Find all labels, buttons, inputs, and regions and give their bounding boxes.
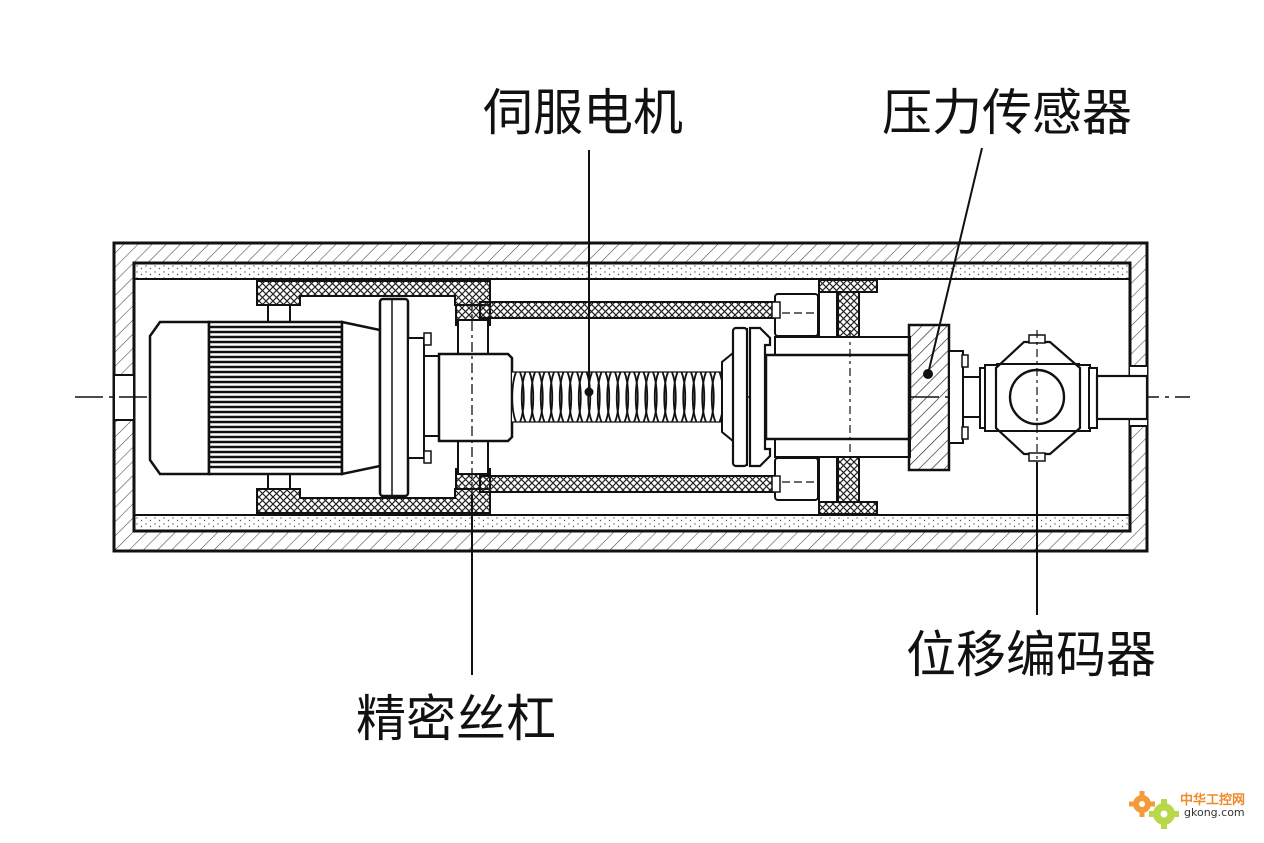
- screw-thread: [653, 371, 668, 423]
- watermark: 中华工控网 gkong.com: [1128, 782, 1258, 832]
- leader-lines: [471, 147, 1038, 675]
- label-precision-lead-screw: 精密丝杠: [356, 690, 556, 748]
- screw-thread: [511, 371, 525, 423]
- screw-thread: [634, 371, 649, 423]
- screw-thread: [606, 371, 620, 423]
- screw-thread: [539, 371, 554, 423]
- gear-logo-icon: [1129, 791, 1179, 829]
- precision-lead-screw: [511, 371, 725, 423]
- screw-thread: [577, 371, 592, 423]
- screw-thread: [587, 371, 601, 423]
- screw-thread: [615, 371, 630, 423]
- label-displacement-encoder: 位移编码器: [906, 626, 1156, 684]
- displacement-encoder: [979, 330, 1149, 462]
- label-pressure-sensor: 压力传感器: [882, 84, 1132, 142]
- leader-pressure-sensor: [927, 147, 983, 375]
- screw-thread: [663, 371, 677, 423]
- screw-thread: [701, 371, 715, 423]
- screw-nut-flange: [721, 326, 772, 468]
- screw-thread: [558, 371, 573, 423]
- screw-thread: [625, 371, 639, 423]
- screw-thread: [691, 371, 706, 423]
- screw-thread: [520, 371, 535, 423]
- screw-thread: [568, 371, 582, 423]
- watermark-brand-en: gkong.com: [1184, 806, 1245, 819]
- servo-motor: [148, 297, 440, 498]
- coupling-block: [437, 300, 514, 495]
- screw-thread: [672, 371, 687, 423]
- pressure-sensor: [907, 323, 984, 472]
- screw-thread: [596, 371, 611, 423]
- guide-rods: [479, 301, 776, 493]
- watermark-brand-cn: 中华工控网: [1180, 793, 1246, 808]
- screw-thread: [549, 371, 563, 423]
- slider-rod: [764, 279, 912, 515]
- screw-thread: [530, 371, 544, 423]
- screw-thread: [644, 371, 658, 423]
- label-servo-motor: 伺服电机: [483, 84, 683, 142]
- screw-thread: [682, 371, 696, 423]
- motor-mount-frame: [256, 280, 491, 514]
